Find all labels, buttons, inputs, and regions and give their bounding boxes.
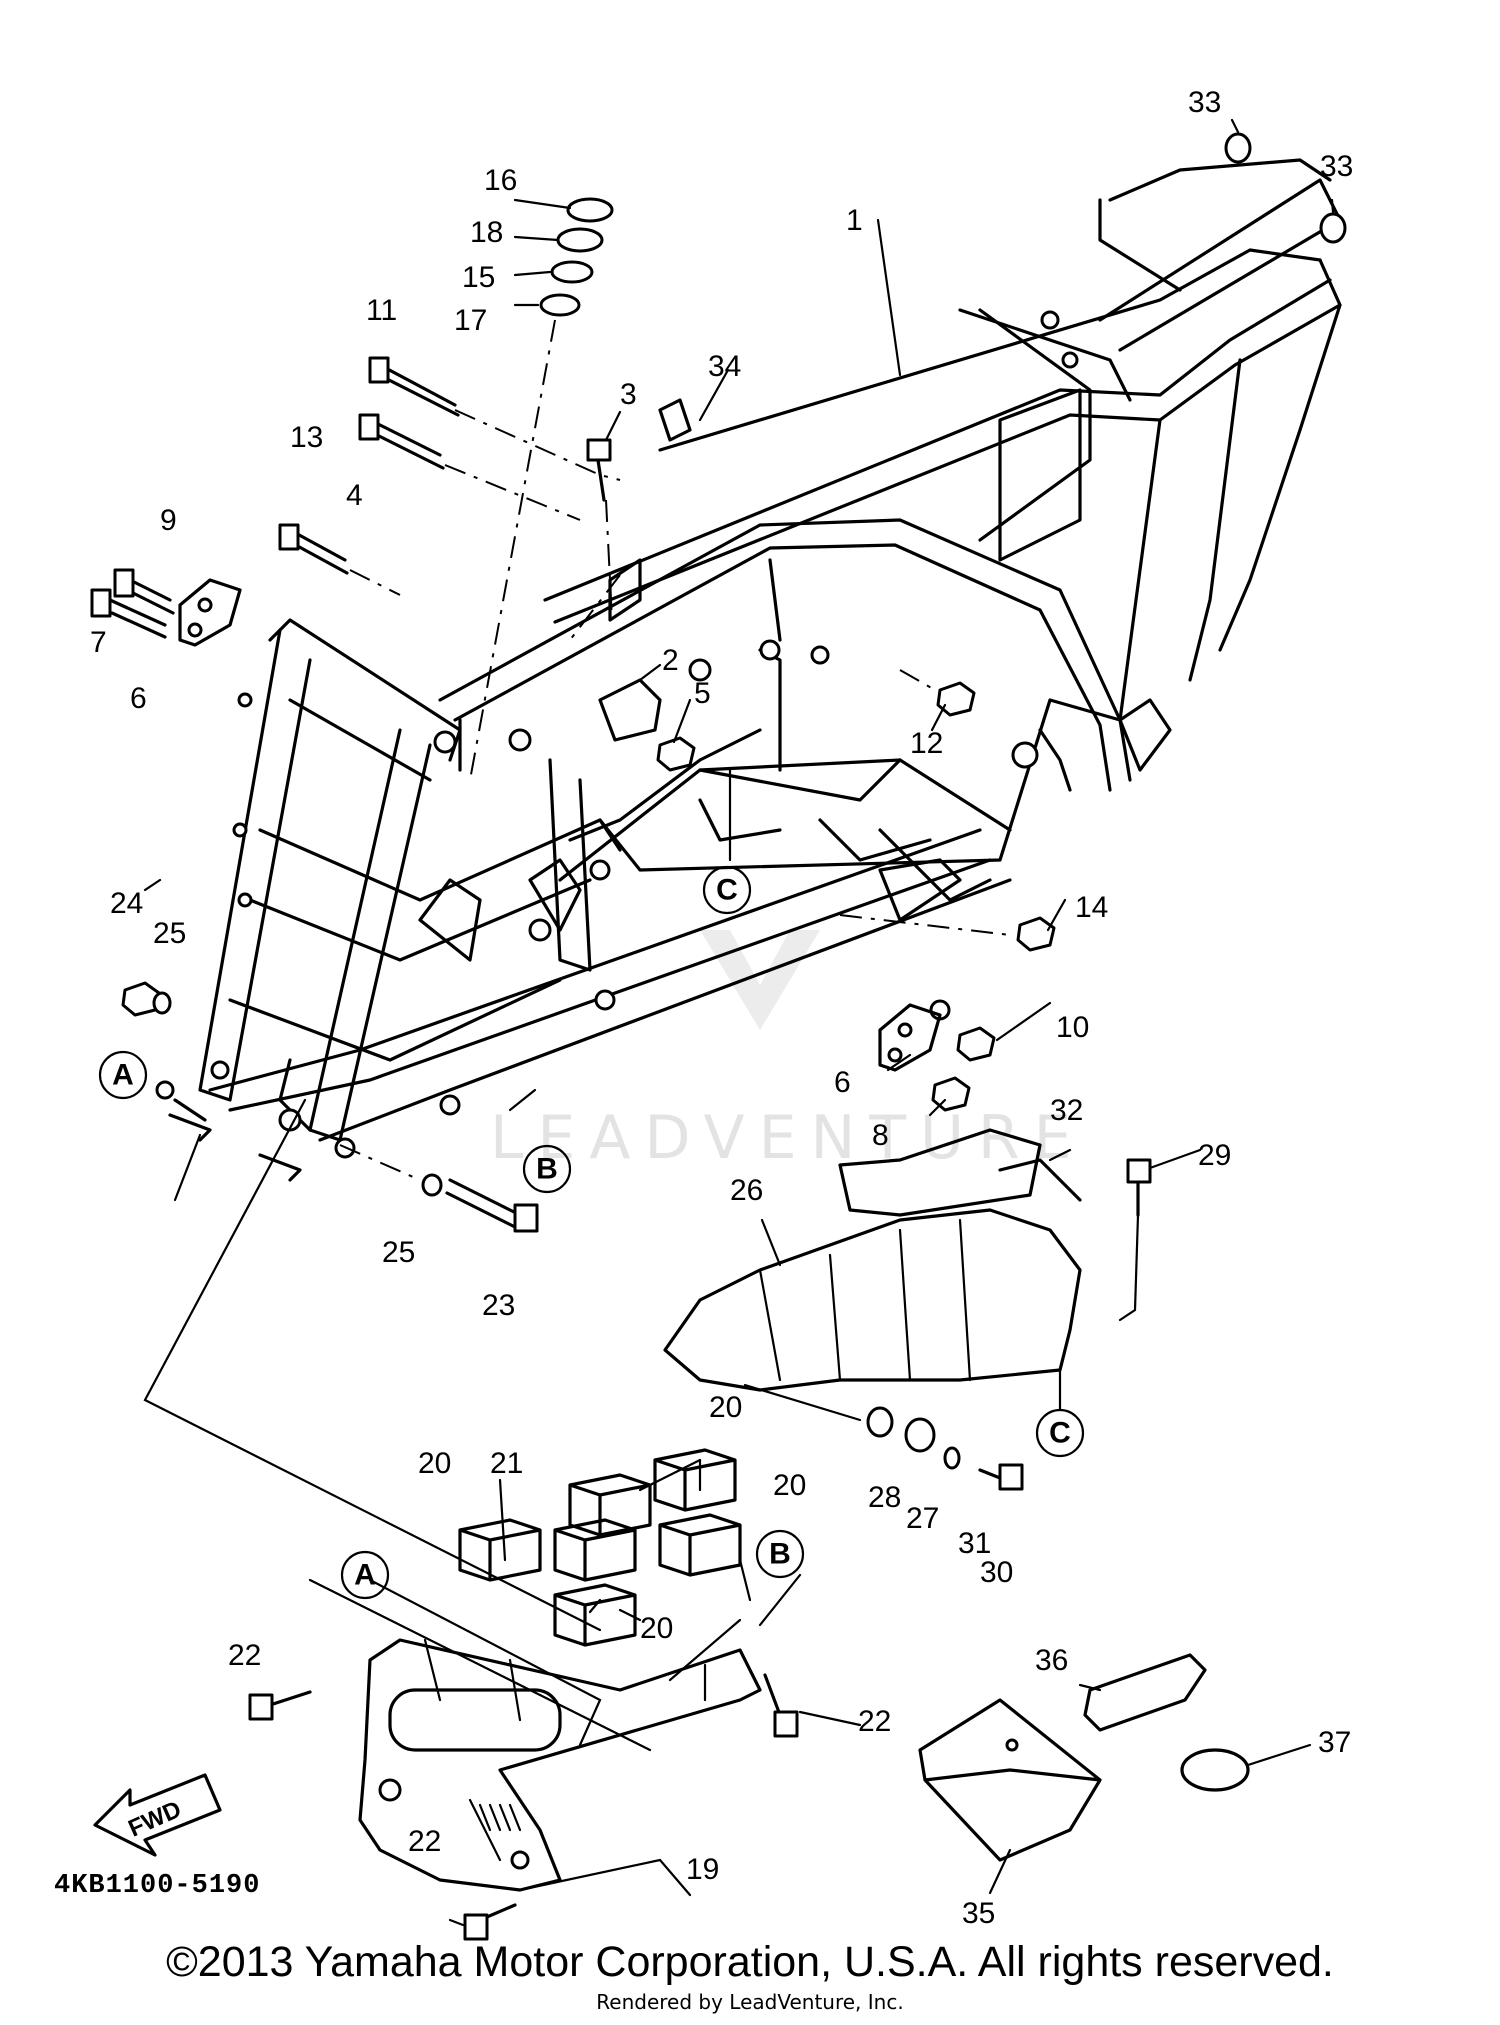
callout-5: 5 — [694, 677, 711, 710]
label-34 — [658, 398, 692, 442]
callout-13: 13 — [290, 421, 323, 454]
callout-11: 11 — [366, 294, 397, 327]
damper-blocks — [458, 1448, 742, 1647]
callout-7: 7 — [90, 626, 107, 659]
callout-20: 20 — [709, 1391, 742, 1424]
insulator — [838, 1128, 1042, 1217]
ref-marker-c: C — [1049, 1417, 1071, 1450]
callout-30: 30 — [980, 1556, 1013, 1589]
leadventure-watermark: LEADVENTURE — [490, 930, 1086, 1173]
callout-2: 2 — [662, 644, 679, 677]
callout-1: 1 — [846, 204, 863, 237]
watermark-text: LEADVENTURE — [490, 1103, 1086, 1173]
tool-pouch — [918, 1698, 1102, 1862]
heat-shield — [663, 1158, 1082, 1392]
callout-17: 17 — [454, 304, 487, 337]
callout-31: 31 — [958, 1527, 991, 1560]
callout-33: 33 — [1188, 86, 1221, 119]
callout-16: 16 — [484, 164, 517, 197]
tool — [1083, 1653, 1207, 1732]
callout-25: 25 — [153, 917, 186, 950]
fasteners — [90, 132, 1347, 1941]
callout-37: 37 — [1318, 1726, 1351, 1759]
callout-4: 4 — [346, 479, 363, 512]
callout-18: 18 — [470, 216, 503, 249]
callout-6: 6 — [834, 1066, 851, 1099]
callout-23: 23 — [482, 1289, 515, 1322]
callout-33: 33 — [1320, 150, 1353, 183]
callout-27: 27 — [906, 1502, 939, 1535]
ref-marker-b: B — [769, 1538, 791, 1571]
ref-marker-c: C — [716, 874, 738, 907]
callout-20: 20 — [640, 1612, 673, 1645]
callout-20: 20 — [418, 1447, 451, 1480]
callout-22: 22 — [228, 1639, 261, 1672]
diagram-part-code: 4KB1100-5190 — [54, 1871, 261, 1901]
callout-26: 26 — [730, 1174, 763, 1207]
main-frame — [155, 158, 1342, 1182]
callout-15: 15 — [462, 261, 495, 294]
callout-22: 22 — [858, 1705, 891, 1738]
reference-markers: A B C C A B — [98, 865, 1085, 1600]
callout-6: 6 — [130, 682, 147, 715]
rendered-by-notice: Rendered by LeadVenture, Inc. — [596, 1990, 904, 2014]
callout-34: 34 — [708, 350, 741, 383]
callout-8: 8 — [872, 1119, 889, 1152]
callout-35: 35 — [962, 1897, 995, 1930]
skid-plate — [358, 1638, 762, 1892]
copyright-notice: ©2013 Yamaha Motor Corporation, U.S.A. A… — [166, 1938, 1334, 1986]
callout-28: 28 — [868, 1481, 901, 1514]
callout-25: 25 — [382, 1236, 415, 1269]
leader-lines — [143, 118, 1335, 1927]
bracket-2 — [598, 678, 662, 742]
callout-20: 20 — [773, 1469, 806, 1502]
callout-10: 10 — [1056, 1011, 1089, 1044]
ref-marker-a: A — [112, 1059, 134, 1092]
callout-21: 21 — [490, 1447, 523, 1480]
callout-14: 14 — [1075, 891, 1108, 924]
ref-marker-a: A — [354, 1559, 376, 1592]
callout-9: 9 — [160, 504, 177, 537]
part-callouts: 33 33 16 18 15 17 1 11 34 3 13 4 9 7 6 2… — [90, 86, 1353, 1930]
callout-22: 22 — [408, 1825, 441, 1858]
callout-12: 12 — [910, 727, 943, 760]
callout-36: 36 — [1035, 1644, 1068, 1677]
callout-24: 24 — [110, 887, 143, 920]
callout-19: 19 — [686, 1853, 719, 1886]
fwd-arrow: FWD — [93, 1773, 222, 1857]
ref-marker-b: B — [536, 1153, 558, 1186]
callout-29: 29 — [1198, 1139, 1231, 1172]
callout-32: 32 — [1050, 1094, 1083, 1127]
o-ring — [1180, 1748, 1250, 1792]
callout-3: 3 — [620, 378, 637, 411]
